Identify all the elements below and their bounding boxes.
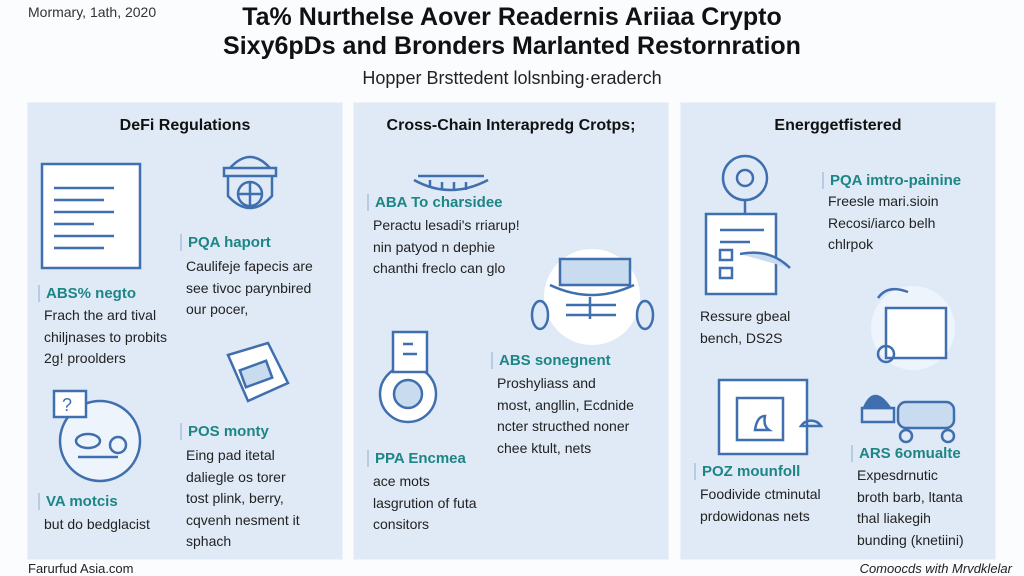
item-heading: ARS 6omualte bbox=[851, 445, 961, 462]
item-heading: ABS sonegnent bbox=[491, 352, 611, 369]
panel-title: DeFi Regulations bbox=[119, 117, 251, 134]
scooter-icon bbox=[860, 394, 956, 444]
document-icon bbox=[40, 162, 142, 270]
folder-box-icon bbox=[226, 341, 290, 403]
item-heading: PPA Encmea bbox=[367, 450, 466, 467]
gear-document-icon bbox=[378, 330, 438, 424]
footer-source: Farurfud Asia.com bbox=[28, 561, 134, 576]
basket-globe-icon bbox=[222, 155, 278, 210]
page-title-line2: Sixy6pDs and Bronders Marlanted Restornr… bbox=[223, 32, 801, 60]
bridge-circle-icon bbox=[530, 249, 655, 345]
footer-credit: Comoocds with Mrvdklelar bbox=[859, 561, 1012, 576]
item-heading: VA motcis bbox=[38, 493, 118, 510]
item-heading: PQA haport bbox=[180, 234, 271, 251]
item-heading: POZ mounfoll bbox=[694, 463, 800, 480]
subtitle: Hopper Brsttedent lolsnbing·eraderch bbox=[362, 68, 662, 88]
svg-text:?: ? bbox=[62, 395, 72, 415]
item-body: but do bedglacist bbox=[44, 516, 150, 532]
item-heading: PQA imtro-painine bbox=[822, 172, 961, 189]
item-body: Peractu lesadi's rriarup!nin patyod n de… bbox=[373, 217, 520, 276]
panel-title: Energgetfistered bbox=[774, 117, 902, 134]
chain-icon bbox=[413, 174, 489, 192]
page-title-line1: Ta% Nurthelse Aover Readernis Ariiaa Cry… bbox=[242, 3, 782, 31]
panel-title: Cross-Chain Interapredg Crotps; bbox=[386, 117, 636, 134]
item-heading: ABA To charsidee bbox=[367, 194, 503, 211]
question-chat-icon: ? bbox=[52, 389, 142, 483]
framed-flame-icon bbox=[717, 378, 824, 456]
cloud-screen-icon bbox=[871, 286, 955, 370]
item-heading: ABS% negto bbox=[38, 285, 136, 302]
date: Mormary, 1ath, 2020 bbox=[28, 4, 157, 20]
gear-report-icon bbox=[704, 154, 791, 296]
item-heading: POS monty bbox=[180, 423, 269, 440]
